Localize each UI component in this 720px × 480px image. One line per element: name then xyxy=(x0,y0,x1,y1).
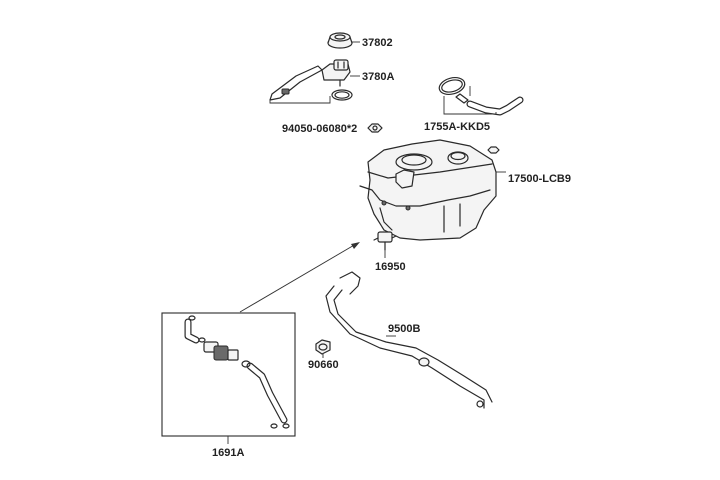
label-37802: 37802 xyxy=(362,37,393,49)
routing-arrow xyxy=(239,242,360,313)
nut-hex-small[interactable] xyxy=(487,146,500,154)
label-1691A: 1691A xyxy=(212,447,244,459)
leader-bracket xyxy=(443,96,497,115)
label-90660: 90660 xyxy=(308,359,339,371)
fuel-tank[interactable] xyxy=(359,139,497,241)
leader-bracket xyxy=(269,96,331,104)
fuel-cap[interactable] xyxy=(327,32,353,49)
breather-hose-assembly[interactable] xyxy=(437,75,524,116)
label-16950: 16950 xyxy=(375,261,406,273)
label-94050-06080: 94050-06080*2 xyxy=(282,123,357,135)
label-1755A-KKD5: 1755A-KKD5 xyxy=(424,121,490,133)
hose-clip[interactable] xyxy=(315,339,331,355)
fuel-hose-kit-inset[interactable] xyxy=(161,312,296,437)
support-bracket[interactable] xyxy=(325,271,493,409)
fuel-valve[interactable] xyxy=(373,231,397,251)
nut-hex[interactable] xyxy=(367,123,383,133)
label-3780A: 3780A xyxy=(362,71,394,83)
label-17500-LCB9: 17500-LCB9 xyxy=(508,173,571,185)
label-9500B: 9500B xyxy=(388,323,420,335)
fuel-sender-unit[interactable] xyxy=(269,59,353,101)
